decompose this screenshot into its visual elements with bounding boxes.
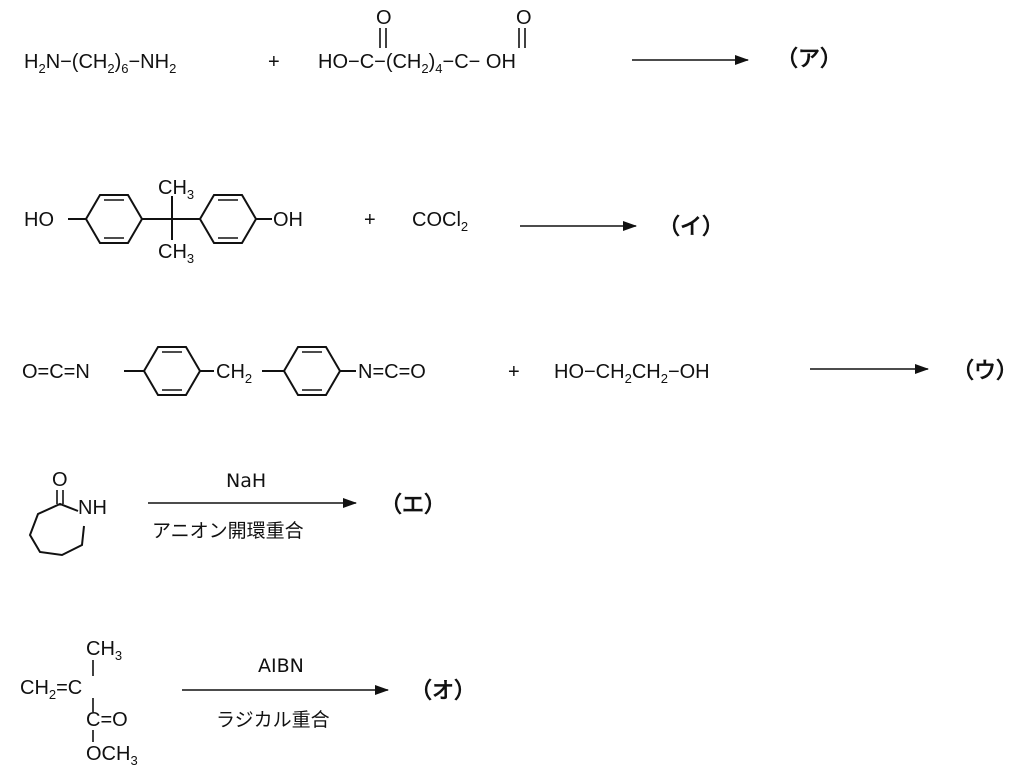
- product-label-a: （ア）: [776, 47, 842, 72]
- product-label-o: （オ）: [410, 679, 476, 704]
- benzene-ring-right: [198, 194, 258, 244]
- methyl-top: CH3: [158, 177, 194, 202]
- ester-carbonyl: C=O: [86, 709, 128, 731]
- reaction-4: O NH NaH アニオン開環重合 （エ）: [28, 469, 446, 557]
- methylene: CH2: [216, 361, 252, 386]
- adipic-acid-formula: HO−C−(CH2)4−C− OH: [318, 51, 516, 76]
- benzene-ring-right: [282, 346, 342, 396]
- reagent-aibn: AIBN: [258, 655, 304, 677]
- phosgene: COCl2: [412, 209, 468, 234]
- plus-sign: +: [268, 51, 280, 73]
- plus-sign: +: [508, 361, 520, 383]
- right-hydroxyl: OH: [273, 209, 303, 231]
- ethylene-glycol: HO−CH2CH2−OH: [554, 361, 710, 386]
- left-hydroxyl: HO: [24, 209, 54, 231]
- benzene-ring-left: [142, 346, 202, 396]
- benzene-ring-left: [84, 194, 144, 244]
- reaction-5: CH3 CH2=C C=O OCH3 AIBN ラジカル重合 （オ）: [20, 638, 476, 768]
- methyl-group: CH3: [86, 638, 122, 663]
- lactam-ring: [28, 502, 85, 557]
- carbonyl-oxygen-1: O: [376, 7, 392, 29]
- carbonyl-oxygen-2: O: [516, 7, 532, 29]
- reaction-3: O=C=N CH2 N=C=O + HO−CH2CH2−OH （ウ）: [22, 346, 1018, 396]
- hexamethylenediamine: H2N−(CH2)6−NH2: [24, 51, 176, 76]
- plus-sign: +: [364, 209, 376, 231]
- product-label-i: （イ）: [658, 215, 724, 240]
- adipic-acid: O O HO−C−(CH2)4−C− OH: [318, 7, 532, 76]
- reagent-nah: NaH: [226, 470, 266, 492]
- caprolactam: O NH: [28, 469, 107, 557]
- reaction-2: HO CH3 CH3 OH + COCl2 （イ）: [24, 177, 724, 266]
- condition-anionic-ring-opening: アニオン開環重合: [152, 520, 304, 542]
- reaction-1: H2N−(CH2)6−NH2 + O O HO−C−(CH2)4−C− OH （…: [24, 7, 842, 76]
- vinylidene: CH2=C: [20, 677, 82, 702]
- product-label-u: （ウ）: [952, 359, 1018, 384]
- lactam-oxygen: O: [52, 469, 68, 491]
- methyl-methacrylate: CH3 CH2=C C=O OCH3: [20, 638, 138, 768]
- isocyanate-right: N=C=O: [358, 361, 426, 383]
- methyl-bottom: CH3: [158, 241, 194, 266]
- condition-radical-polymerization: ラジカル重合: [216, 709, 330, 731]
- lactam-nh: NH: [78, 497, 107, 519]
- methoxy-group: OCH3: [86, 743, 138, 768]
- product-label-e: （エ）: [380, 493, 446, 518]
- isocyanate-left: O=C=N: [22, 361, 90, 383]
